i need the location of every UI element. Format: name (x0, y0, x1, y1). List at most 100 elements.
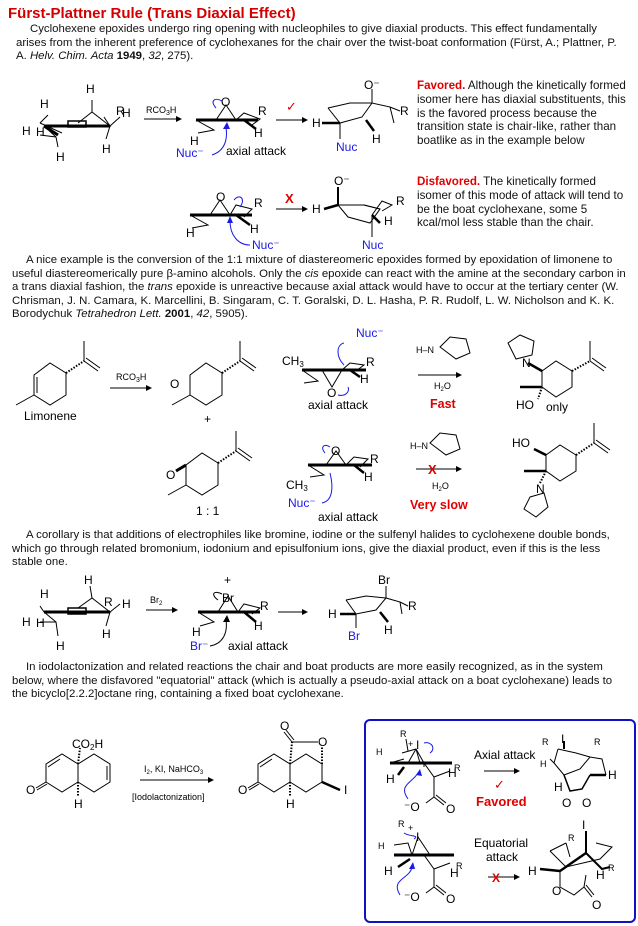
svg-text:RCO3H: RCO3H (116, 372, 146, 384)
svg-text:R: R (608, 863, 615, 873)
svg-text:H: H (540, 759, 547, 769)
svg-text:H: H (36, 616, 45, 630)
svg-text:H2O: H2O (434, 381, 451, 393)
svg-text:H2O: H2O (432, 481, 449, 493)
svg-text:H: H (384, 623, 393, 637)
svg-text:⁻O: ⁻O (404, 890, 420, 904)
svg-text:H: H (40, 97, 49, 111)
svg-text:R: R (396, 194, 405, 208)
favored-note: Favored. Although the kinetically formed… (417, 79, 626, 148)
svg-text:Nuc⁻: Nuc⁻ (356, 326, 384, 340)
svg-text:CH3: CH3 (282, 354, 304, 369)
svg-text:+: + (224, 573, 231, 587)
svg-text:H: H (22, 124, 31, 138)
iodolactonization-paragraph: In iodolactonization and related reactio… (12, 661, 613, 701)
svg-text:R: R (408, 599, 417, 613)
svg-text:H: H (286, 797, 295, 811)
check-icon: ✓ (286, 99, 297, 114)
svg-text:H: H (528, 864, 537, 878)
svg-text:H: H (450, 866, 459, 880)
svg-text:R: R (542, 737, 549, 747)
svg-text:H: H (122, 106, 131, 120)
svg-text:H: H (384, 214, 393, 228)
svg-text:I: I (582, 818, 585, 832)
svg-text:H: H (56, 639, 65, 653)
svg-text:H: H (186, 226, 195, 240)
year: 1949 (116, 50, 143, 63)
svg-text:O: O (318, 735, 327, 749)
svg-text:O: O (280, 719, 289, 733)
svg-text:N: N (536, 482, 545, 496)
svg-text:CH3: CH3 (286, 478, 308, 493)
cross-icon: X (285, 191, 294, 206)
svg-text:H: H (254, 619, 263, 633)
svg-text:R: R (454, 763, 461, 773)
fast-label: Fast (430, 397, 457, 411)
mechanism-box (364, 719, 636, 923)
svg-text:Br: Br (378, 573, 390, 587)
volume: 32 (148, 50, 162, 63)
svg-text:H: H (608, 768, 617, 782)
disfavored-note: Disfavored. The kinetically formed isome… (417, 175, 624, 230)
svg-text:HO: HO (512, 436, 530, 450)
iodolactonization-reagent: I2, KI, NaHCO3 (144, 764, 204, 776)
favored-label: Favored (476, 794, 527, 809)
axial-attack-label: Axial attack (474, 748, 536, 762)
svg-text:Br: Br (222, 591, 234, 605)
cross-icon: X (492, 871, 500, 885)
svg-text:⁻O: ⁻O (404, 800, 420, 814)
journal-name: Helv. Chim. Acta (29, 50, 114, 63)
svg-text:R: R (400, 104, 409, 118)
svg-text:Br: Br (348, 629, 360, 643)
svg-text:HO: HO (516, 398, 534, 412)
svg-text:H: H (102, 627, 111, 641)
svg-text:O: O (26, 783, 35, 797)
svg-text:O: O (446, 802, 455, 816)
svg-text:H: H (86, 82, 95, 96)
plus-sign: + (204, 412, 211, 426)
svg-text:R: R (456, 861, 463, 871)
svg-text:Br⁻: Br⁻ (190, 639, 208, 653)
svg-text:H: H (596, 868, 605, 882)
svg-text:axial attack: axial attack (228, 639, 289, 653)
svg-text:R: R (254, 196, 263, 210)
svg-text:+: + (408, 823, 413, 833)
svg-text:H: H (190, 134, 199, 148)
scheme-limonene: O Limonene RCO3H + CH3 O R H Nuc⁻ axial … (15, 326, 611, 524)
axial-attack-label: axial attack (226, 144, 287, 158)
svg-text:I: I (344, 783, 347, 797)
svg-text:H: H (122, 597, 131, 611)
svg-text:R: R (104, 595, 113, 609)
svg-text:O: O (552, 884, 561, 898)
svg-text:R: R (594, 737, 601, 747)
disfavored-label: Disfavored. (417, 175, 481, 188)
svg-text:Nuc: Nuc (362, 238, 383, 252)
equatorial-label-1: Equatorial (474, 836, 528, 850)
svg-text:R: R (116, 104, 125, 118)
page-title: Fürst-Plattner Rule (Trans Diaxial Effec… (8, 5, 296, 22)
svg-text:H: H (372, 132, 381, 146)
svg-text:H: H (386, 772, 395, 786)
svg-text:O: O (170, 377, 179, 391)
svg-text:O: O (327, 386, 336, 400)
scheme-boat-attack: O R H H Nuc⁻ X O⁻ H R H Nuc (186, 174, 405, 252)
svg-text:H: H (328, 607, 337, 621)
svg-text:H: H (40, 587, 49, 601)
svg-text:H: H (102, 142, 111, 156)
svg-text:Nuc⁻: Nuc⁻ (288, 496, 316, 510)
svg-text:R: R (370, 452, 379, 466)
svg-text:R: R (366, 355, 375, 369)
limonene-label: Limonene (24, 409, 77, 423)
svg-text:H: H (254, 126, 263, 140)
nuc-label: Nuc⁻ (176, 146, 204, 160)
svg-text:O: O (446, 892, 455, 906)
svg-text:O: O (331, 444, 340, 458)
svg-text:O: O (582, 796, 591, 810)
svg-text:O: O (562, 796, 571, 810)
iodolactonization-bracket: [Iodolactonization] (132, 792, 205, 802)
svg-text:H: H (554, 780, 563, 794)
svg-text:X: X (428, 462, 437, 477)
svg-text:CO2H: CO2H (72, 737, 103, 752)
